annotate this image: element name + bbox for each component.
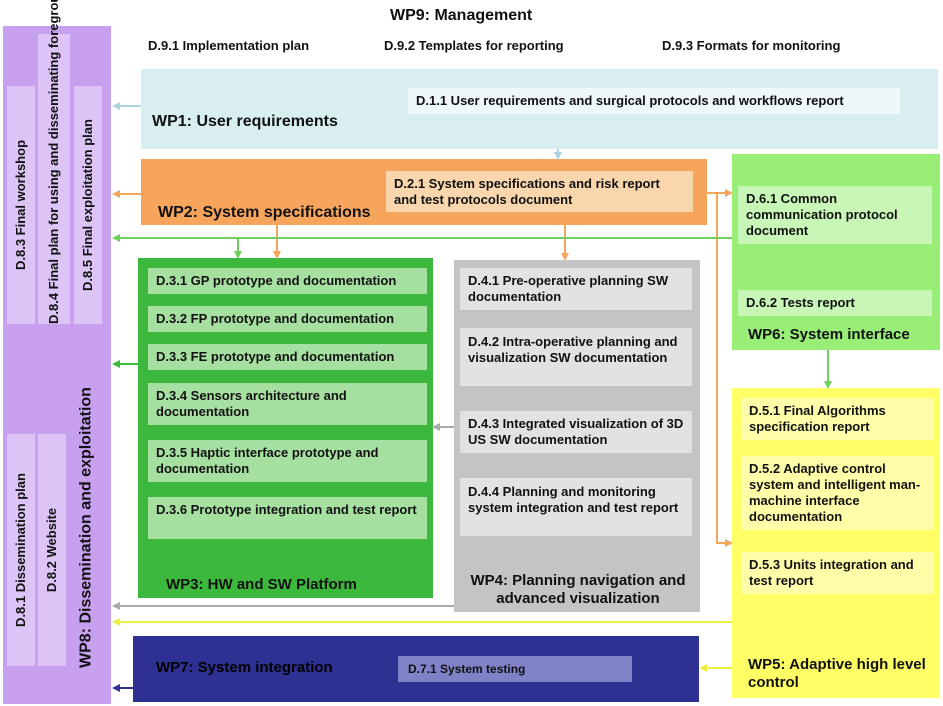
wp8-title: WP8: Dissemination and exploitation [77,387,95,668]
wp1-deliverable-d11: D.1.1 User requirements and surgical pro… [408,88,900,114]
wp5-deliverable-d53: D.5.3 Units integration and test report [741,552,934,594]
wp5-deliverable-d51: D.5.1 Final Algorithms specification rep… [741,398,934,440]
wp3-title: WP3: HW and SW Platform [166,576,357,593]
wp6-deliverable-d61: D.6.1 Common communication protocol docu… [738,186,932,244]
wp4-deliverable-d42: D.4.2 Intra-operative planning and visua… [460,328,692,386]
wp9-deliverable-1: D.9.1 Implementation plan [148,38,310,53]
wp4-deliverable-d44: D.4.4 Planning and monitoring system int… [460,478,692,536]
wp8-deliverable-d84: D.8.4 Final plan for using and dissemina… [46,0,61,324]
wp6-title: WP6: System interface [748,326,910,343]
wp3-deliverable-d36: D.3.6 Prototype integration and test rep… [148,497,427,539]
wp3-deliverable-d34: D.3.4 Sensors architecture and documenta… [148,383,427,425]
wp9-title: WP9: Management [390,7,533,24]
wp6-deliverable-d62: D.6.2 Tests report [738,290,932,316]
wp4-deliverable-d41: D.4.1 Pre-operative planning SW document… [460,268,692,310]
wp8-deliverable-d83-box: D.8.3 Final workshop [7,86,35,324]
wp4-deliverable-d43: D.4.3 Integrated visualization of 3D US … [460,411,692,453]
wp2-title: WP2: System specifications [158,204,371,221]
arrow-wp2-to-wp5 [716,193,733,547]
wp8-deliverable-d85: D.8.5 Final exploitation plan [80,119,95,291]
wp4-title: WP4: Planning navigation and advanced vi… [470,572,686,607]
wp8-deliverable-d83: D.8.3 Final workshop [13,139,28,271]
wp2-deliverable-d21: D.2.1 System specifications and risk rep… [386,171,693,212]
wp6-block [732,154,940,350]
wp8-deliverable-d81-box: D.8.1 Dissemination plan [7,434,35,666]
wp3-deliverable-d32: D.3.2 FP prototype and documentation [148,306,427,332]
wp8-deliverable-d82: D.8.2 Website [44,507,59,593]
wp7-title: WP7: System integration [156,659,333,676]
wp7-deliverable-d71: D.7.1 System testing [398,656,632,682]
wp8-deliverable-d84-box: D.8.4 Final plan for using and dissemina… [38,0,70,324]
wp3-deliverable-d33: D.3.3 FE prototype and documentation [148,344,427,370]
wp1-title: WP1: User requirements [152,113,338,130]
wp5-title: WP5: Adaptive high level control [748,656,926,691]
wp9-deliverable-2: D.9.2 Templates for reporting [384,38,564,53]
wp3-deliverable-d31: D.3.1 GP prototype and documentation [148,268,427,294]
wp8-deliverable-d81: D.8.1 Dissemination plan [13,473,28,627]
wp3-deliverable-d35: D.3.5 Haptic interface prototype and doc… [148,440,427,482]
wp8-deliverable-d85-box: D.8.5 Final exploitation plan [74,86,102,324]
wp8-deliverable-d82-box: D.8.2 Website [38,434,66,666]
wp9-deliverable-3: D.9.3 Formats for monitoring [662,38,841,53]
wp5-deliverable-d52: D.5.2 Adaptive control system and intell… [741,456,934,530]
